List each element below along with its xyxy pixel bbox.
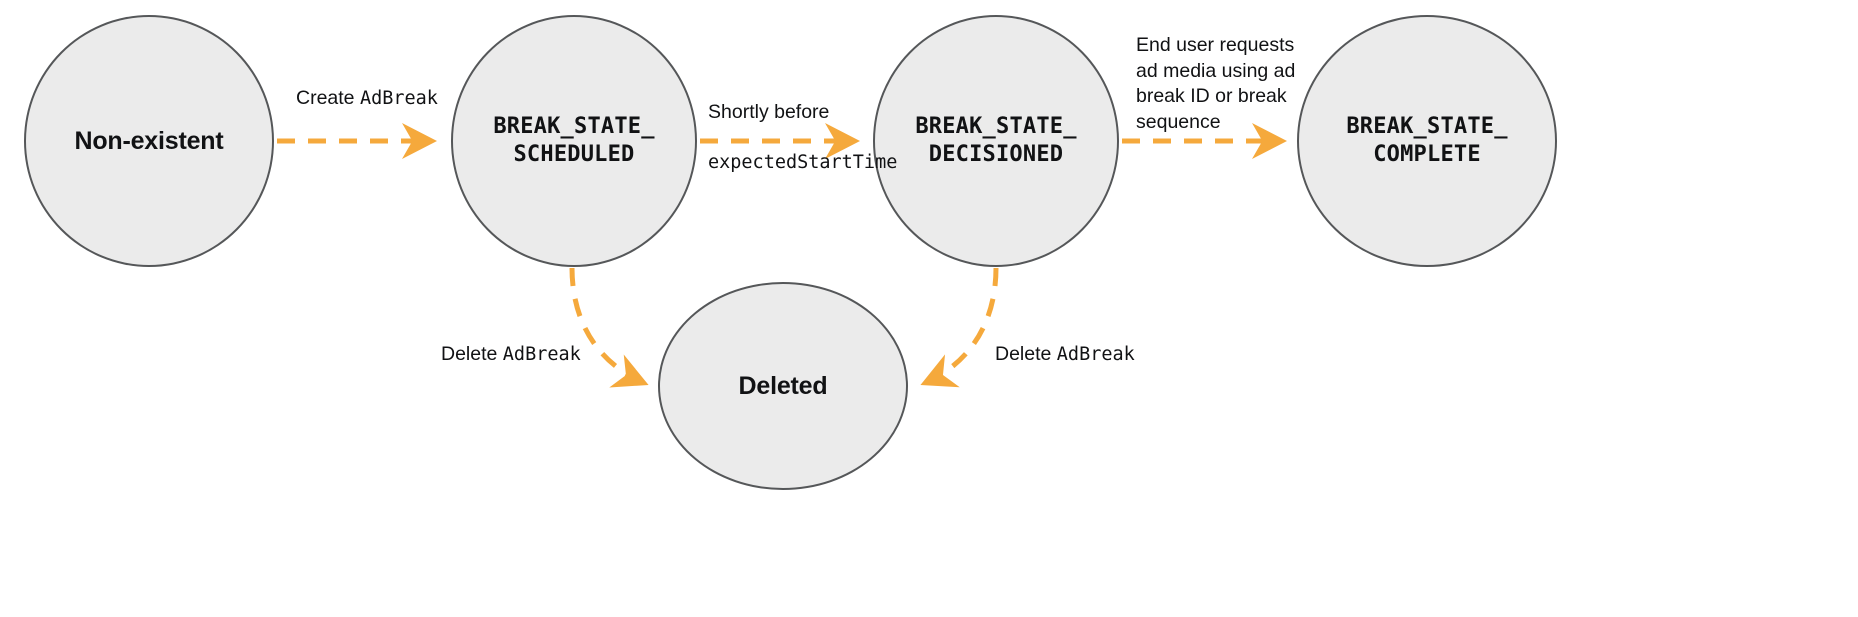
edge-label-end-user-requests: End user requests ad media using ad brea… xyxy=(1136,34,1296,134)
node-break-state-decisioned[interactable]: BREAK_STATE_ DECISIONED xyxy=(873,15,1119,267)
edge-label-mono: AdBreak xyxy=(502,344,581,365)
node-label: BREAK_STATE_ SCHEDULED xyxy=(493,113,655,167)
edge-label-create-adbreak: Create AdBreak xyxy=(296,86,438,112)
edge-label-text: Delete xyxy=(441,343,503,365)
node-break-state-scheduled[interactable]: BREAK_STATE_ SCHEDULED xyxy=(451,15,697,267)
node-label: BREAK_STATE_ COMPLETE xyxy=(1346,113,1508,167)
edge-label-mono: AdBreak xyxy=(359,88,438,109)
node-label: Deleted xyxy=(738,372,828,400)
node-label: BREAK_STATE_ DECISIONED xyxy=(915,113,1077,167)
edge-label-text: Delete xyxy=(995,343,1057,365)
edge-label-text: Create xyxy=(296,87,360,109)
edge-label-delete-from-decisioned: Delete AdBreak xyxy=(995,342,1135,368)
edge-label-mono: AdBreak xyxy=(1056,344,1135,365)
node-deleted[interactable]: Deleted xyxy=(658,282,908,490)
edge-label-text: Shortly before xyxy=(708,100,830,123)
edge-delete-from-decisioned xyxy=(920,267,999,388)
node-non-existent[interactable]: Non-existent xyxy=(24,15,274,267)
edge-label-delete-from-scheduled: Delete AdBreak xyxy=(441,342,581,368)
node-label: Non-existent xyxy=(74,127,224,155)
edge-delete-from-scheduled xyxy=(569,267,649,388)
edge-label-mono: expectedStartTime xyxy=(708,152,898,174)
node-break-state-complete[interactable]: BREAK_STATE_ COMPLETE xyxy=(1297,15,1557,267)
edge-label-shortly-before: Shortly before expectedStartTime xyxy=(708,74,897,201)
